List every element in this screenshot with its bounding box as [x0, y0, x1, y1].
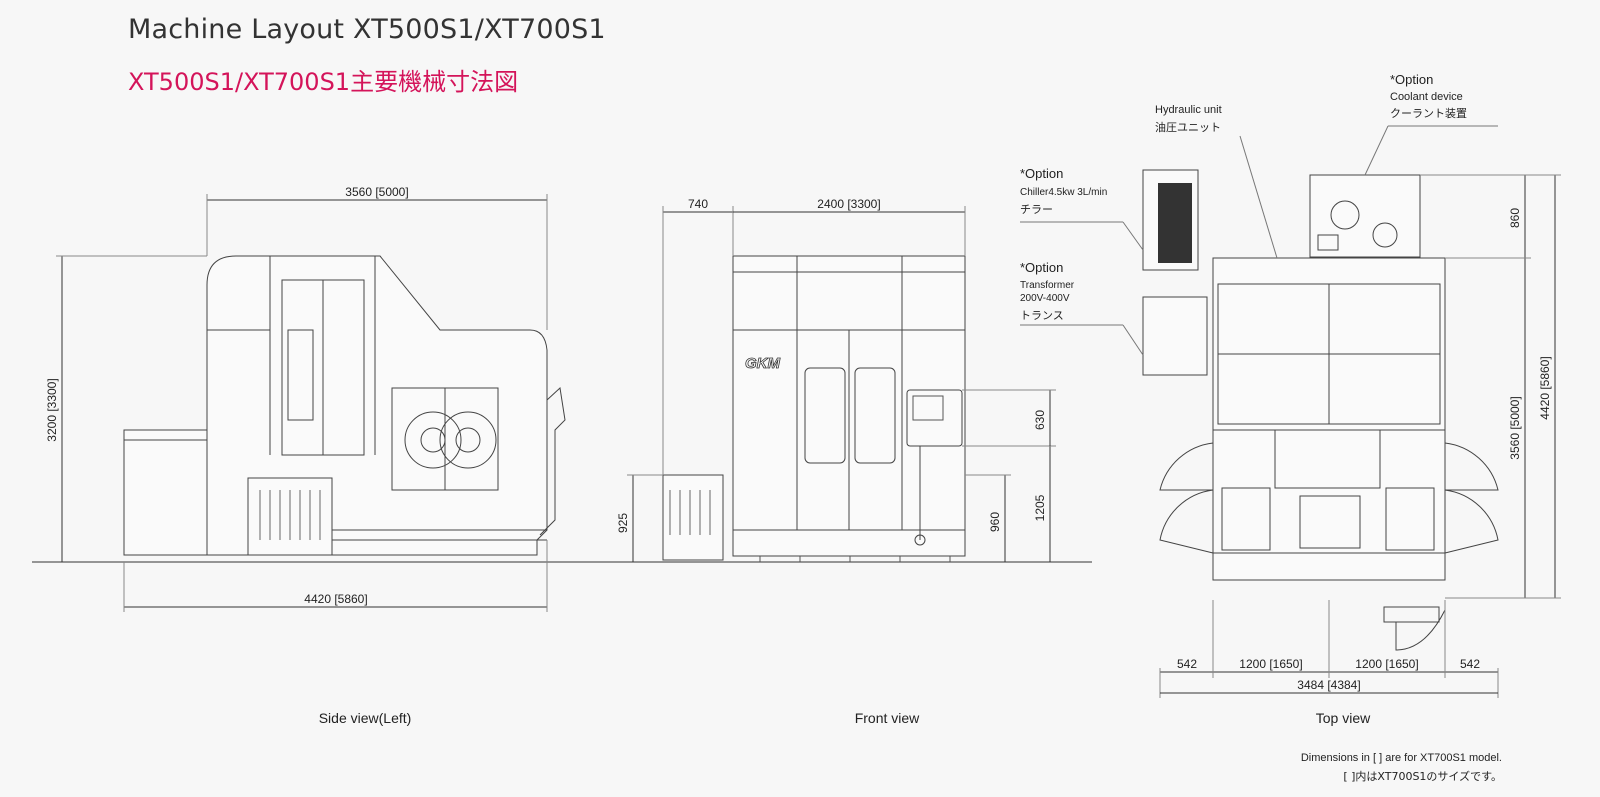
top-dim-1200-right: 1200 [1650] [1355, 657, 1418, 671]
chiller-label-jp: チラー [1020, 203, 1053, 216]
front-coolant-tank [662, 474, 724, 561]
front-view-caption: Front view [855, 710, 920, 726]
top-dim-542-left: 542 [1177, 657, 1197, 671]
hydraulic-label-en: Hydraulic unit [1155, 104, 1222, 116]
side-cabinet [123, 429, 221, 556]
footnote-jp: [ ]内はXT700S1のサイズです。 [1343, 770, 1502, 783]
top-dim-3560: 3560 [5000] [1508, 396, 1522, 459]
coolant-label-en: Coolant device [1390, 91, 1463, 103]
top-dim-1200-left: 1200 [1650] [1239, 657, 1302, 671]
top-dim-860: 860 [1508, 208, 1522, 228]
front-dim-630: 630 [1033, 410, 1047, 430]
hydraulic-label-jp: 油圧ユニット [1155, 120, 1221, 134]
top-view-caption: Top view [1316, 710, 1371, 726]
front-view: GKM 740 2400 [3300] 925 960 1205 [616, 197, 1056, 726]
top-coolant-device [1309, 174, 1421, 258]
top-dim-4420: 4420 [5860] [1538, 356, 1552, 419]
transformer-label-volt: 200V-400V [1020, 293, 1070, 304]
side-dim-overall: 4420 [5860] [304, 592, 367, 606]
transformer-label-jp: トランス [1020, 309, 1064, 322]
side-dim-height: 3200 [3300] [45, 378, 59, 441]
top-dim-542-right: 542 [1460, 657, 1480, 671]
side-view: 3560 [5000] 3200 [3300] 4420 [5860] Side… [32, 185, 1092, 726]
front-brand-logo: GKM [745, 355, 781, 372]
side-dim-width: 3560 [5000] [345, 185, 408, 199]
front-dim-925: 925 [616, 513, 630, 533]
transformer-label-en: Transformer [1020, 280, 1075, 291]
top-dim-total: 3484 [4384] [1297, 678, 1360, 692]
top-transformer-option [1142, 296, 1208, 376]
front-control-panel [906, 389, 963, 447]
top-view: 860 3560 [5000] 4420 [5860] 542 1200 [16… [1020, 125, 1561, 726]
front-dim-1205: 1205 [1033, 494, 1047, 521]
page-title: Machine Layout XT500S1/XT700S1 [128, 14, 606, 45]
coolant-option-label: *Option [1390, 72, 1433, 87]
front-dim-left: 740 [688, 197, 708, 211]
coolant-label-jp: クーラント装置 [1390, 107, 1467, 120]
chiller-option-label: *Option [1020, 166, 1063, 181]
side-view-caption: Side view(Left) [319, 710, 412, 726]
footnote-en: Dimensions in [ ] are for XT700S1 model. [1300, 752, 1502, 764]
front-dim-960: 960 [988, 512, 1002, 532]
transformer-option-label: *Option [1020, 260, 1063, 275]
chiller-label-en: Chiller4.5kw 3L/min [1020, 187, 1107, 198]
front-dim-width: 2400 [3300] [817, 197, 880, 211]
page-subtitle-jp: XT500S1/XT700S1主要機械寸法図 [128, 68, 519, 96]
callouts: Hydraulic unit 油圧ユニット *Option Coolant de… [1020, 72, 1467, 322]
